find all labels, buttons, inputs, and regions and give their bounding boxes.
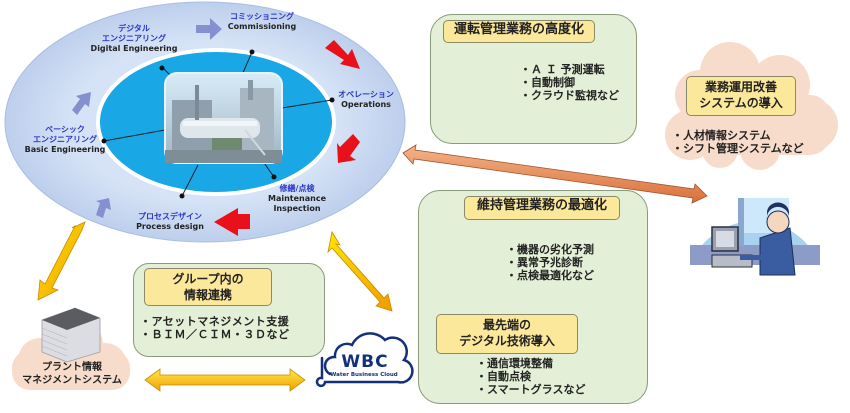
bullet-item: 通信環境整備: [476, 357, 585, 370]
orange-double-arrow: [402, 144, 708, 204]
server-stack-icon: [41, 307, 101, 363]
stage-basic-engineering-jp: ベーシック エンジニアリング: [33, 125, 97, 144]
group-panel-title-line2: 情報連携: [183, 288, 232, 302]
stage-commissioning: コミッショニング Commissioning: [222, 12, 302, 32]
arrow-plant-info-wbc: [144, 368, 306, 392]
business-cloud-title-line2: システムの導入: [699, 96, 783, 110]
bullet-item: ＢＩＭ／ＣＩＭ・３Ｄなど: [140, 328, 290, 341]
stage-process-design-jp: プロセスデザイン: [138, 212, 202, 221]
wbc-cloud-logo: [315, 332, 414, 388]
bullet-item: 機器の劣化予測: [506, 243, 594, 256]
operation-panel-bullets: Ａ Ｉ 予測運転 自動制御 クラウド監視など: [520, 63, 619, 102]
office-worker-illustration: [690, 198, 820, 276]
bullet-item: 点検最適化など: [506, 269, 594, 282]
bullet-item: 自動制御: [520, 76, 619, 89]
arrow-to-digital-engineering: [72, 92, 91, 115]
plant-photo: [164, 72, 283, 164]
digital-tech-title: 最先端の デジタル技術導入: [436, 314, 578, 354]
stage-operations-en: Operations: [341, 100, 391, 109]
business-cloud-title: 業務運用改善 システムの導入: [686, 76, 796, 116]
business-cloud-bullets: 人材情報システム シフト管理システムなど: [672, 129, 804, 155]
yellow-double-arrows: [37, 221, 393, 312]
arrow-ring-plant-info: [37, 221, 86, 301]
plant-info-line1: プラント情報: [42, 362, 102, 373]
arrow-to-basic-engineering: [96, 198, 111, 218]
bullet-item: 異常予兆診断: [506, 256, 594, 269]
stage-process-design-en: Process design: [136, 222, 204, 231]
group-panel-title-line1: グループ内の: [172, 272, 244, 286]
stage-digital-engineering-en: Digital Engineering: [90, 44, 178, 53]
stage-maintenance-jp: 修繕/点検: [279, 184, 315, 193]
business-cloud-title-line1: 業務運用改善: [704, 80, 777, 94]
maintenance-panel-title: 維持管理業務の最適化: [464, 196, 620, 220]
wbc-logo-subtitle: Water Business Cloud: [330, 372, 398, 378]
digital-tech-title-line1: 最先端の: [482, 318, 531, 332]
arrow-to-process-design: [214, 208, 250, 236]
digital-tech-title-line2: デジタル技術導入: [459, 334, 555, 348]
bullet-item: シフト管理システムなど: [672, 142, 804, 155]
stage-digital-engineering: デジタル エンジニアリング Digital Engineering: [84, 24, 184, 54]
stage-commissioning-jp: コミッショニング: [230, 12, 294, 21]
plant-info-system-label: プラント情報 マネジメントシステム: [14, 361, 130, 387]
stage-operations-jp: オペレーション: [338, 90, 394, 99]
stage-maintenance-en: Maintenance Inspection: [267, 194, 326, 213]
arrow-to-operations: [325, 40, 360, 69]
bullet-item: 自動点検: [476, 370, 585, 383]
arrow-ring-wbc: [327, 230, 393, 312]
red-cycle-arrows: [214, 40, 360, 236]
bullet-item: クラウド監視など: [520, 89, 619, 102]
stage-process-design: プロセスデザイン Process design: [130, 212, 210, 232]
plant-info-line2: マネジメントシステム: [22, 375, 122, 386]
stage-basic-engineering: ベーシック エンジニアリング Basic Engineering: [20, 125, 110, 155]
group-panel-bullets: アセットマネジメント支援 ＢＩＭ／ＣＩＭ・３Ｄなど: [140, 315, 290, 341]
stage-operations: オペレーション Operations: [334, 90, 398, 110]
digital-tech-bullets: 通信環境整備 自動点検 スマートグラスなど: [476, 357, 585, 396]
bullet-item: スマートグラスなど: [476, 383, 585, 396]
bullet-item: 人材情報システム: [672, 129, 804, 142]
arrow-to-maintenance: [337, 134, 360, 163]
stage-commissioning-en: Commissioning: [227, 22, 297, 31]
maintenance-panel-bullets: 機器の劣化予測 異常予兆診断 点検最適化など: [506, 243, 594, 282]
connector-dots: [101, 49, 335, 199]
bullet-item: Ａ Ｉ 予測運転: [520, 63, 619, 76]
group-panel-title: グループ内の 情報連携: [144, 268, 272, 306]
operation-panel-title: 運転管理業務の高度化: [443, 20, 595, 43]
bullet-item: アセットマネジメント支援: [140, 315, 290, 328]
arrow-to-commissioning: [196, 18, 222, 40]
stage-maintenance: 修繕/点検 Maintenance Inspection: [262, 184, 332, 214]
stage-digital-engineering-jp: デジタル エンジニアリング: [102, 24, 166, 43]
blue-cycle-arrows: [72, 18, 222, 218]
wbc-logo-text: WBC: [341, 352, 389, 372]
yellow-horizontal-arrow: [144, 368, 306, 392]
stage-basic-engineering-en: Basic Engineering: [24, 145, 106, 154]
